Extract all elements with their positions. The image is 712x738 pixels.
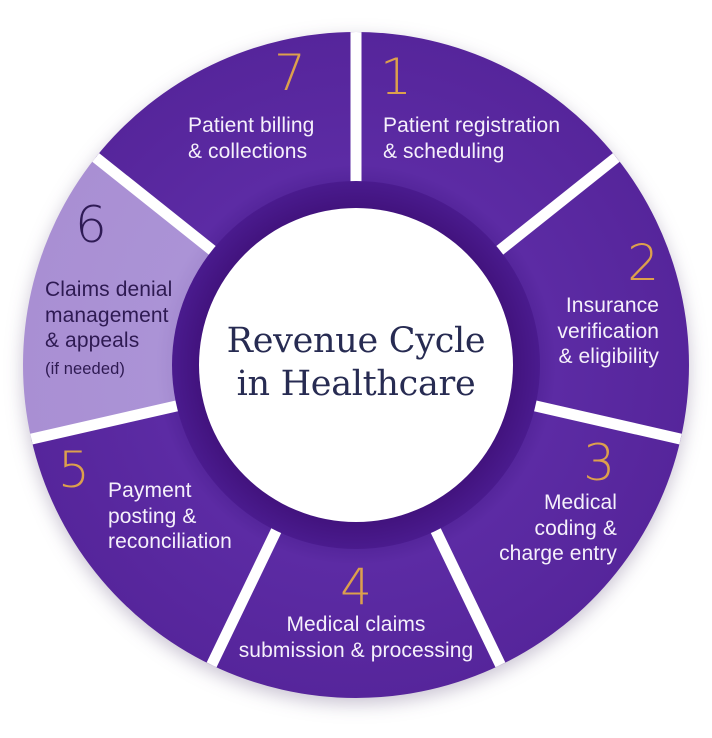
segment-5-label-line: reconciliation <box>108 530 232 553</box>
segment-4-label-line: Medical claims <box>286 613 426 636</box>
segment-3-label: Medical coding & charge entry <box>499 490 617 567</box>
segment-2-number: 2 <box>627 234 659 292</box>
segment-3-label-line: charge entry <box>499 542 617 565</box>
segment-3-label-line: Medical <box>543 491 617 514</box>
segment-5-label: Payment posting & reconciliation <box>108 478 232 555</box>
segment-6-label-line: Claims denial <box>45 278 173 301</box>
segment-6-label: Claims denial management & appeals (if n… <box>45 277 172 380</box>
center-circle <box>199 208 513 522</box>
segment-1-label: Patient registration & scheduling <box>383 113 560 164</box>
center-title-line: in Healthcare <box>236 364 476 404</box>
segment-5-number: 5 <box>58 441 90 499</box>
segment-2-label-line: Insurance <box>565 294 659 317</box>
segment-5-label-line: Payment <box>108 479 192 502</box>
center-title-line: Revenue Cycle <box>226 321 486 361</box>
segment-7-label-line: & collections <box>188 139 308 163</box>
segment-7-number: 7 <box>274 44 306 102</box>
segment-6-number: 6 <box>75 196 107 254</box>
segment-2-label: Insurance verification & eligibility <box>557 293 659 370</box>
segment-1-label-line: & scheduling <box>383 139 505 163</box>
segment-6-note: (if needed) <box>45 359 125 378</box>
segment-2-label-line: verification <box>557 319 659 343</box>
segment-6-label-line: management <box>45 303 169 327</box>
segment-5-label-line: posting & <box>108 504 197 528</box>
segment-7-label-line: Patient billing <box>188 114 315 137</box>
segment-4-label-line: submission & processing <box>238 638 474 662</box>
segment-7-label: Patient billing & collections <box>188 113 314 164</box>
segment-1-number: 1 <box>380 48 412 106</box>
segment-2-label-line: & eligibility <box>558 345 659 368</box>
segment-4-number: 4 <box>340 558 372 616</box>
center-title: Revenue Cycle in Healthcare <box>106 320 606 406</box>
segment-3-label-line: coding & <box>534 516 617 540</box>
segment-6-label-line: & appeals <box>45 329 140 352</box>
segment-4-label: Medical claims submission & processing <box>181 612 531 663</box>
segment-1-label-line: Patient registration <box>383 114 561 137</box>
segment-3-number: 3 <box>583 434 615 492</box>
segment-4-shape <box>211 509 501 698</box>
